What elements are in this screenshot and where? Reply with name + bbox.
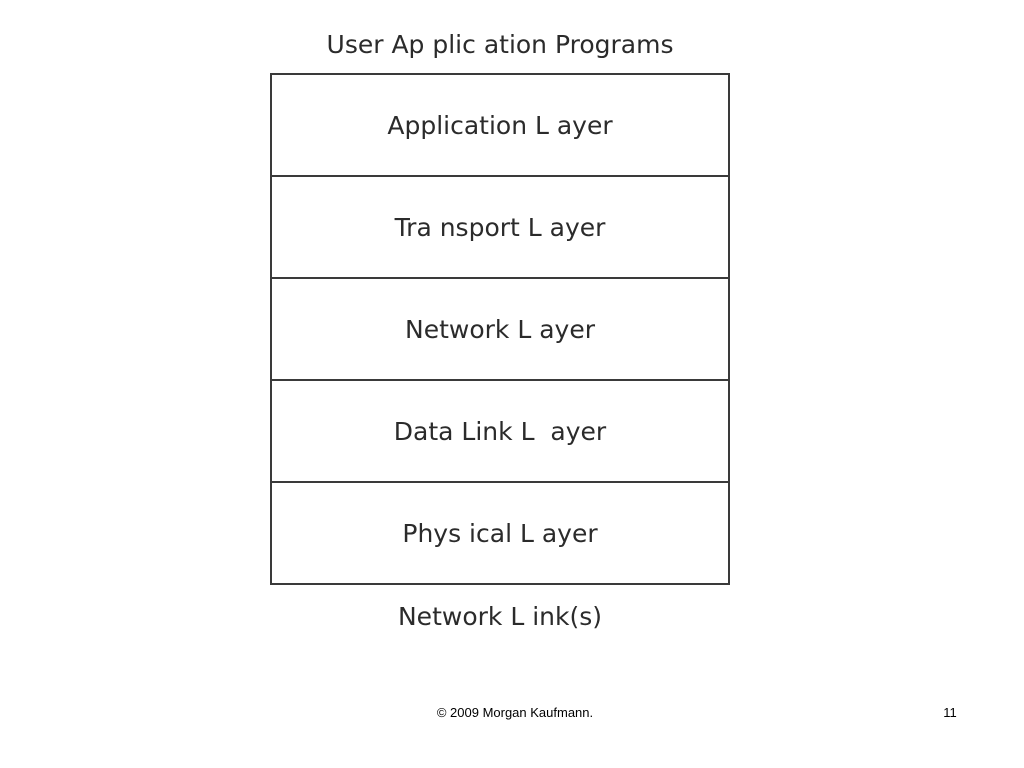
physical-layer: Phys ical L ayer	[402, 518, 598, 548]
network-layer: Network L ayer	[272, 279, 728, 381]
application-layer: Application L ayer	[272, 75, 728, 177]
page-number: 11	[943, 705, 957, 720]
network-links-label: Network L ink(s)	[397, 602, 602, 631]
protocol-layer-stack: Application L ayer Tra nsport L ayer Net…	[270, 73, 730, 585]
data-link-layer: Data Link L ayer	[272, 381, 728, 483]
user-application-programs-label: User Ap plic ation Programs	[326, 30, 674, 59]
transport-layer: Tra nsport L ayer	[272, 177, 728, 279]
copyright-notice: © 2009 Morgan Kaufmann.	[436, 705, 594, 720]
